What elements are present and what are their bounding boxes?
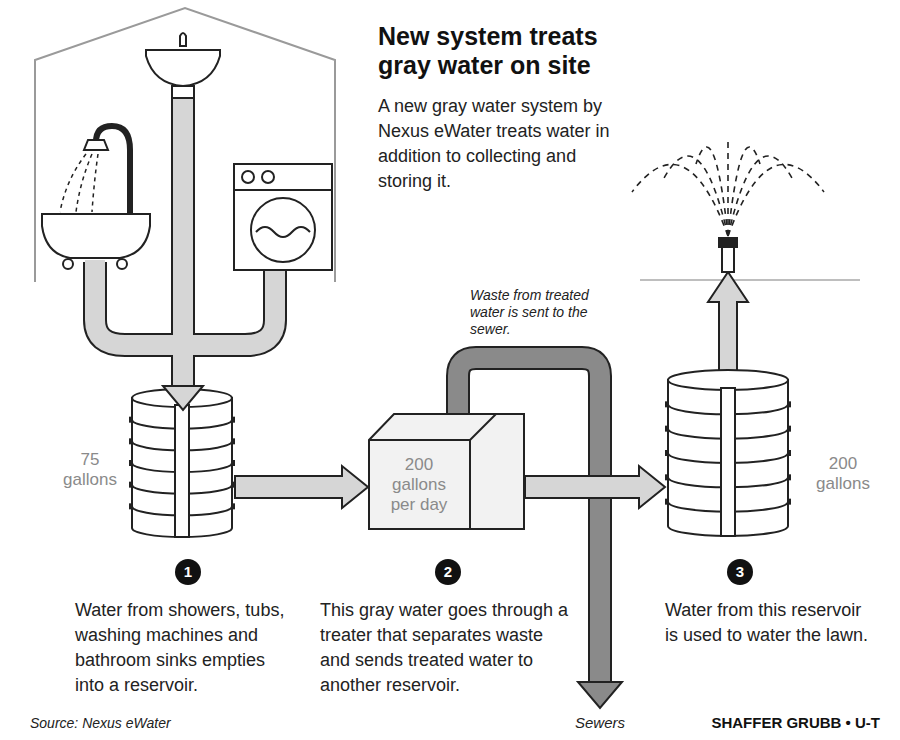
spray-lines xyxy=(632,140,824,236)
shower-tub xyxy=(42,126,150,269)
reservoir-tank xyxy=(129,389,235,537)
reservoir-node: 200 gallons xyxy=(665,360,880,540)
node-label: 200 gallons xyxy=(811,454,875,494)
reservoir-node: 75 gallons xyxy=(60,380,235,540)
inflow-arrowhead xyxy=(163,386,203,410)
caption: A new gray water system by Nexus eWater … xyxy=(378,94,628,194)
bathroom-sink xyxy=(146,33,220,98)
flow-arrow xyxy=(525,466,665,508)
callout-circle xyxy=(435,559,461,585)
callout-circle xyxy=(727,559,753,585)
node-label: 75 gallons xyxy=(62,450,118,490)
node-label: 200 gallons per day xyxy=(379,455,459,515)
reservoir-tank xyxy=(665,370,791,536)
callout-number: 2 xyxy=(435,562,461,582)
ground-line xyxy=(640,279,860,281)
source-credit: Source: Nexus eWater xyxy=(30,714,250,732)
title: New system treats gray water on site xyxy=(378,22,633,80)
step-text: Water from this reservoir is used to wat… xyxy=(665,598,870,648)
washing-machine xyxy=(234,164,332,270)
up-arrow xyxy=(708,272,748,380)
sprinkler-head xyxy=(719,238,737,272)
treater-node: 200 gallons per day xyxy=(368,413,525,530)
treater-box xyxy=(369,414,524,529)
callout-circle xyxy=(175,559,201,585)
sewers-label: Sewers xyxy=(555,713,645,733)
byline: SHAFFER GRUBB • U-T xyxy=(640,713,880,733)
step-text: This gray water goes through a treater t… xyxy=(320,598,572,698)
reservoir-shape xyxy=(665,360,880,540)
callout-number: 1 xyxy=(175,562,201,582)
callout-number: 3 xyxy=(727,562,753,582)
note: Waste from treated water is sent to the … xyxy=(470,287,595,338)
step-text: Water from showers, tubs, washing machin… xyxy=(75,598,293,698)
flow-arrow xyxy=(235,466,368,508)
